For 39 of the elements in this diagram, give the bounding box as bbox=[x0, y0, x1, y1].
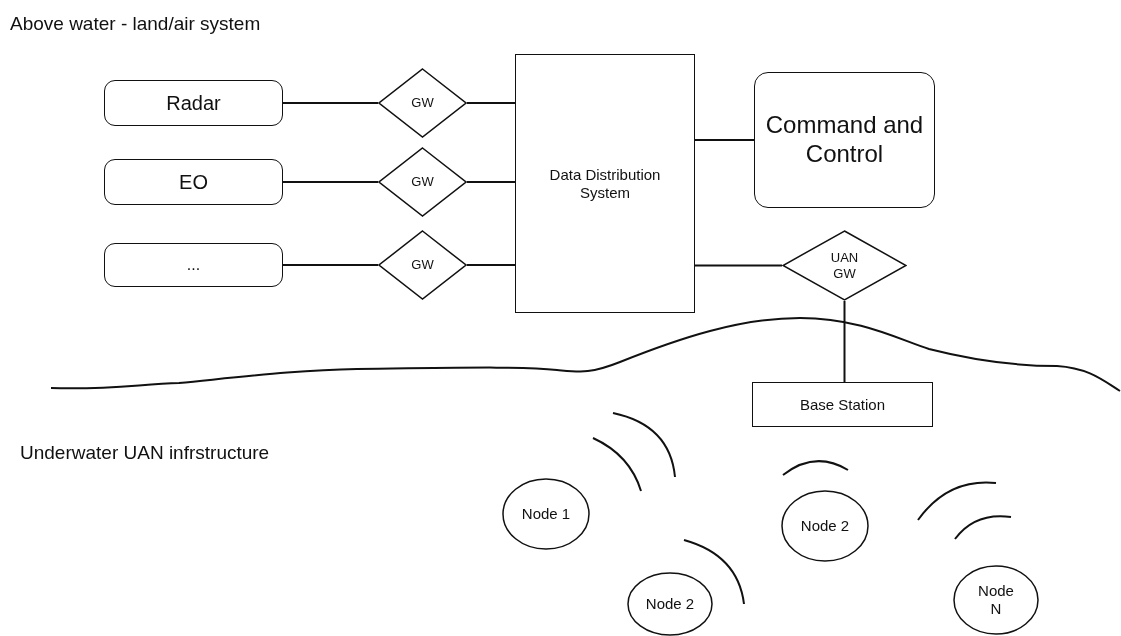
connector-line bbox=[282, 181, 379, 183]
node-label: Node 2 bbox=[800, 517, 850, 535]
connector-line bbox=[466, 264, 516, 266]
connector-line bbox=[466, 181, 516, 183]
gateway-diamond bbox=[378, 230, 467, 300]
node-label: Node N bbox=[977, 582, 1015, 618]
node-circle bbox=[502, 478, 590, 550]
process-box bbox=[515, 54, 695, 313]
node-label: GW bbox=[411, 174, 434, 190]
node-circle bbox=[781, 490, 869, 562]
connector-line bbox=[282, 102, 379, 104]
node-circle bbox=[627, 572, 713, 636]
section-heading: Above water - land/air system bbox=[10, 13, 261, 35]
gateway-diamond bbox=[782, 230, 907, 301]
node-label: Data Distribution System bbox=[548, 165, 662, 202]
rounded-box bbox=[754, 72, 935, 208]
node-label: Command and Control bbox=[764, 111, 925, 169]
connector-line bbox=[843, 300, 846, 383]
rounded-box bbox=[104, 243, 283, 287]
connector-line bbox=[466, 102, 516, 104]
process-box bbox=[752, 382, 933, 427]
node-label: UAN GW bbox=[829, 249, 860, 282]
node-label: ... bbox=[186, 255, 201, 275]
node-label: Radar bbox=[166, 91, 221, 115]
connector-line bbox=[694, 139, 755, 141]
rounded-box bbox=[104, 80, 283, 126]
gateway-diamond bbox=[378, 68, 467, 138]
node-label: Base Station bbox=[799, 395, 886, 414]
node-label: GW bbox=[411, 257, 434, 273]
node-label: Node 1 bbox=[521, 505, 571, 523]
node-circle bbox=[953, 565, 1039, 635]
rounded-box bbox=[104, 159, 283, 205]
node-label: Node 2 bbox=[645, 595, 695, 613]
node-label: EO bbox=[179, 170, 208, 194]
connector-line bbox=[694, 264, 783, 267]
section-heading: Underwater UAN infrstructure bbox=[20, 442, 270, 464]
connector-line bbox=[282, 264, 379, 266]
gateway-diamond bbox=[378, 147, 467, 217]
node-label: GW bbox=[411, 95, 434, 111]
